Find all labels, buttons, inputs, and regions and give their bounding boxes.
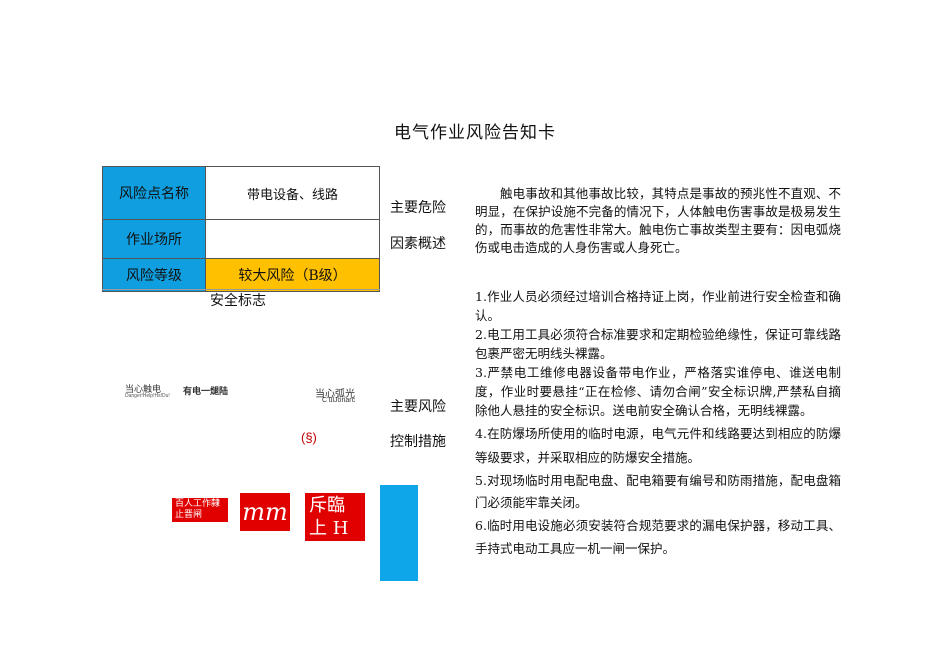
risk-point-name-value: 带电设备、线路 [205, 166, 380, 220]
control-measures-list: 1.作业人员必须经过培训合格持证上岗，作业前进行安全检查和确认。 2.电工用工具… [475, 287, 841, 560]
risk-level-value: 较大风险（B级） [205, 258, 380, 292]
table-row: 风险等级 较大风险（B级） [102, 258, 380, 292]
list-item: 1.作业人员必须经过培训合格持证上岗，作业前进行安全检查和确认。 [475, 289, 841, 323]
page-title: 电气作业风险告知卡 [394, 123, 556, 143]
table-row: 作业场所 [102, 219, 380, 259]
sign-electric-shock: 当心触电 [125, 384, 162, 394]
sign-arc-flash: 当心弧光 [315, 389, 355, 400]
hazard-description: 触电事故和其他事故比较，其特点是事故的预兆性不直观、不明显，在保护设施不完备的情… [475, 186, 841, 255]
list-item: 4.在防爆场所使用的临时电源，电气元件和线路要达到相应的防爆等级要求，并采取相应… [475, 426, 841, 465]
table-bottom-rule [102, 289, 380, 290]
sign-arc-flash-subtext: CʻulJonarc [322, 397, 356, 404]
sign-electric-shock-subtext: Danger!Help!Hs!Du! [125, 393, 170, 399]
list-item: 6.临时用电设施必须安装符合规范要求的漏电保护器，移动工具、手持式电动工具应一机… [475, 518, 841, 556]
blue-sign-block [380, 485, 418, 581]
hazard-label-line1: 主要危险 [390, 200, 446, 216]
sign-live-danger: 有电一煺陆 [183, 386, 229, 396]
table-row: 风险点名称 带电设备、线路 [102, 166, 380, 220]
list-item: 3.严禁电工维修电器设备带电作业，严格落实谁停电、谁送电制度，作业时要悬挂“正在… [475, 365, 841, 418]
risk-info-table: 风险点名称 带电设备、线路 作业场所 风险等级 较大风险（B级） [102, 166, 380, 292]
risk-level-label: 风险等级 [102, 258, 206, 292]
safety-signs-heading: 安全标志 [210, 293, 266, 309]
work-place-value [205, 219, 380, 259]
controls-label-line2: 控制措施 [390, 434, 446, 450]
list-item: 2.电工用工具必须符合标准要求和定期检验绝缘性，保证可靠线路包裹严密无明线头裸露… [475, 327, 841, 361]
risk-point-name-label: 风险点名称 [102, 166, 206, 220]
work-place-label: 作业场所 [102, 219, 206, 259]
hazard-label-line2: 因素概述 [390, 236, 446, 252]
list-item: 5.对现场临时用电配电盘、配电箱要有编号和防雨措施，配电盘箱门必须能牢靠关闭。 [475, 473, 841, 510]
sign-symbol: (§) [301, 430, 317, 445]
sign-stop: 斥臨上 H [305, 493, 365, 541]
controls-label-line1: 主要风险 [390, 399, 446, 415]
sign-no-close-switch: 百人工作隸止晋闸 [172, 498, 228, 522]
sign-mm: mm [240, 493, 290, 531]
